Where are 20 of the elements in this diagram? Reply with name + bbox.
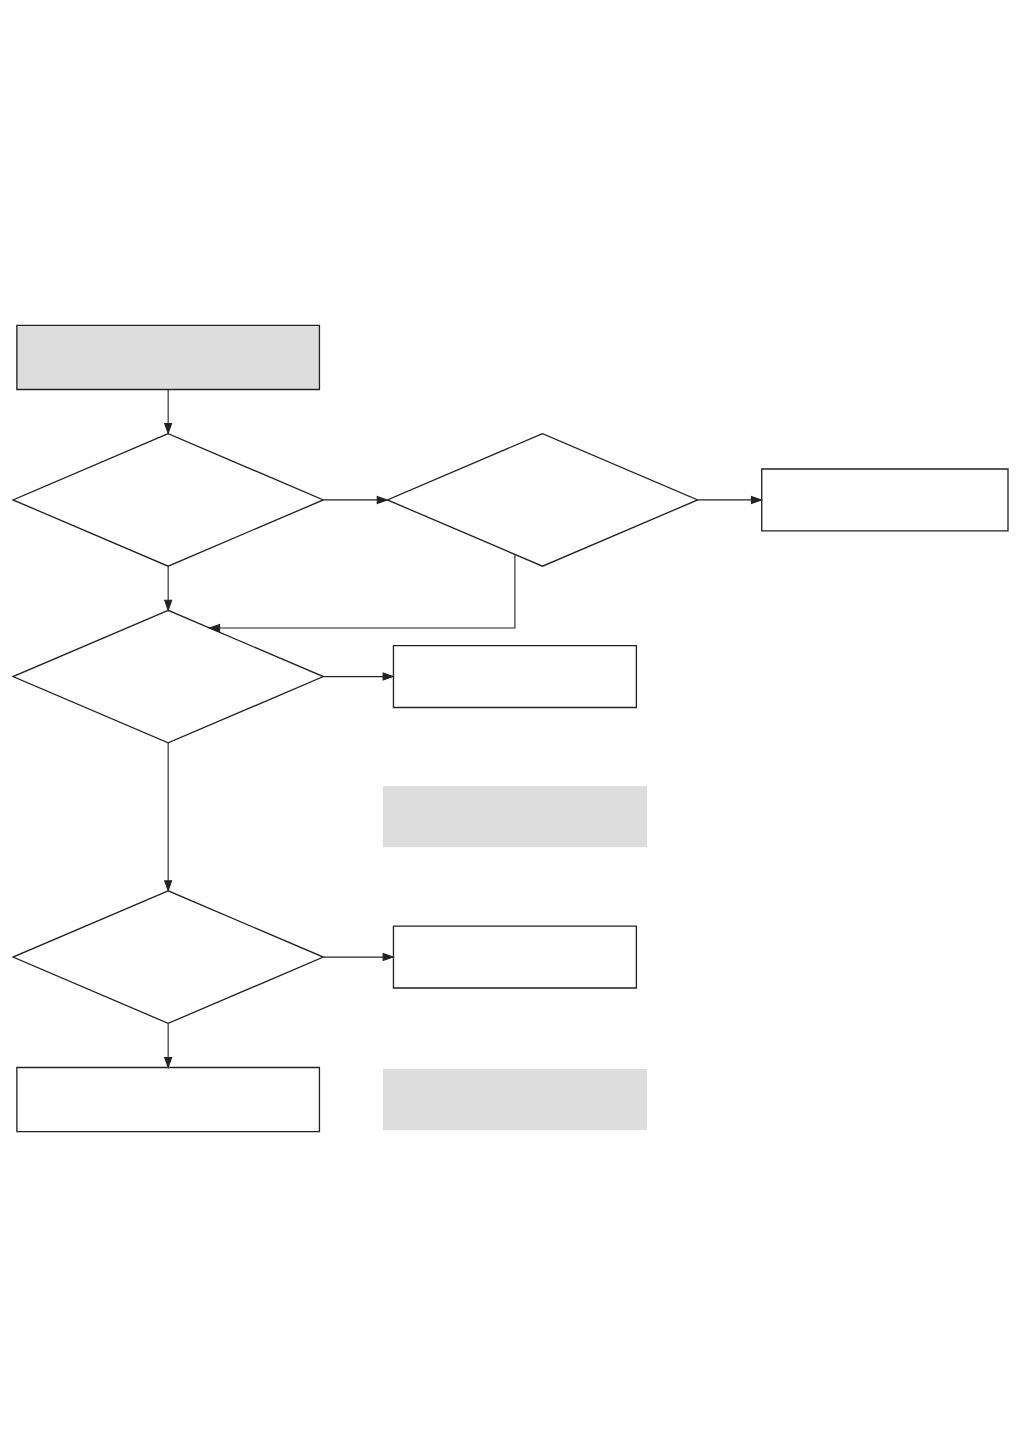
node-box [761,467,1009,531]
arrow [697,495,764,504]
arrow [323,671,395,681]
node-box [392,925,638,989]
arrow [163,565,173,612]
arrow [163,388,173,435]
node-diamond [11,889,325,1024]
node-diamond [11,432,325,567]
arrow [207,553,516,632]
arrow [163,742,173,892]
node-box [16,324,321,390]
arrow [323,495,389,504]
node-diamond [385,432,700,567]
node-box [392,644,638,708]
node-diamond [11,609,325,744]
node-box [16,1066,321,1132]
node-box [382,785,647,847]
arrow [323,952,395,961]
arrow [163,1022,173,1069]
node-box [382,1068,647,1130]
